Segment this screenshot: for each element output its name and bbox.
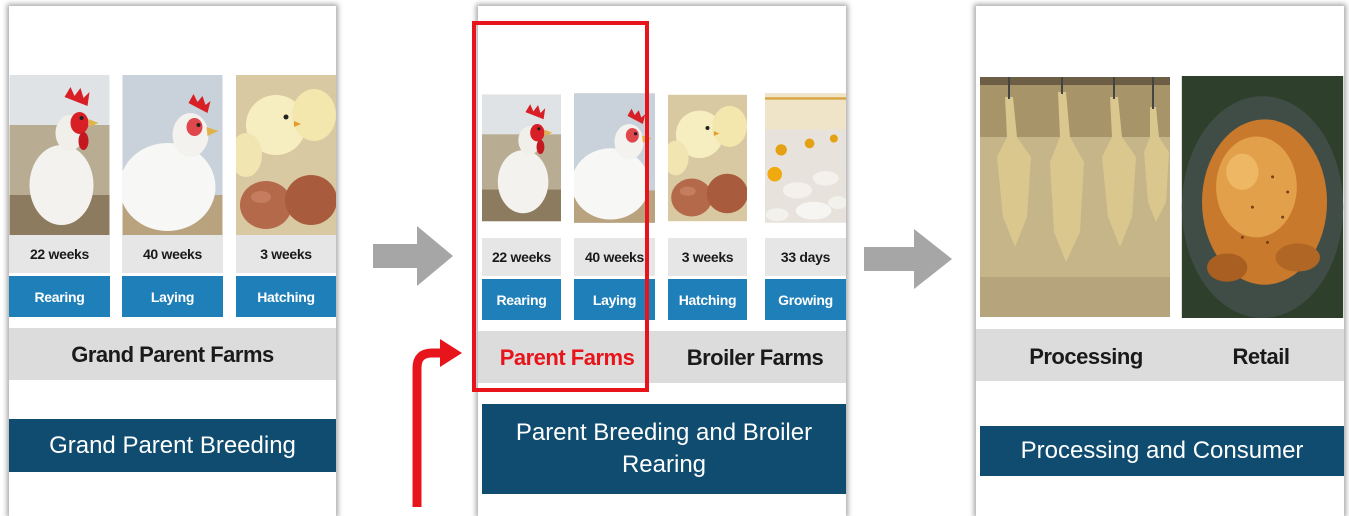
processing-panel: Processing Retail Processing and Consume… bbox=[976, 6, 1344, 516]
stage-label: Hatching bbox=[236, 276, 336, 317]
stage-card-hatching: 3 weeks Hatching bbox=[236, 75, 336, 320]
grand-parent-panel: 22 weeks Rearing 40 weeks Laying 3 weeks… bbox=[9, 6, 336, 516]
bent-red-arrow-icon bbox=[404, 328, 464, 507]
parent-breeding-panel: 22 weeks Rearing 40 weeks Laying 3 weeks… bbox=[478, 6, 846, 516]
duration-label: 33 days bbox=[765, 238, 846, 276]
stage-card-laying: 40 weeks Laying bbox=[122, 75, 223, 320]
hen-image bbox=[122, 75, 223, 235]
right-arrow-icon bbox=[373, 226, 453, 286]
duration-label: 40 weeks bbox=[122, 235, 223, 273]
highlight-box bbox=[472, 21, 649, 392]
stage-label: Rearing bbox=[9, 276, 110, 317]
label-processing: Processing bbox=[986, 344, 1186, 370]
duration-label: 22 weeks bbox=[9, 235, 110, 273]
stage-card-rearing: 22 weeks Rearing bbox=[9, 75, 110, 320]
stage-card-growing: 33 days Growing bbox=[765, 78, 846, 323]
chicks-eggs-image bbox=[236, 75, 336, 235]
roast-chicken-image bbox=[1181, 76, 1344, 318]
stage-card-hatching: 3 weeks Hatching bbox=[668, 78, 747, 323]
farm-label-broiler: Broiler Farms bbox=[666, 345, 844, 371]
label-retail: Retail bbox=[1176, 344, 1346, 370]
section-banner-grand-parent: Grand Parent Breeding bbox=[9, 419, 336, 472]
broiler-house-image bbox=[765, 78, 846, 238]
processing-line-image bbox=[980, 76, 1170, 318]
section-banner-processing: Processing and Consumer bbox=[980, 426, 1344, 476]
stage-label: Growing bbox=[765, 279, 846, 320]
rooster-image bbox=[9, 75, 110, 235]
stage-label: Hatching bbox=[668, 279, 747, 320]
stage-label: Laying bbox=[122, 276, 223, 317]
farm-label-grand-parent: Grand Parent Farms bbox=[9, 342, 336, 368]
section-banner-parent-breeding: Parent Breeding and Broiler Rearing bbox=[482, 404, 846, 494]
right-arrow-icon bbox=[864, 229, 952, 289]
chicks-eggs-image bbox=[668, 78, 747, 238]
duration-label: 3 weeks bbox=[668, 238, 747, 276]
duration-label: 3 weeks bbox=[236, 235, 336, 273]
